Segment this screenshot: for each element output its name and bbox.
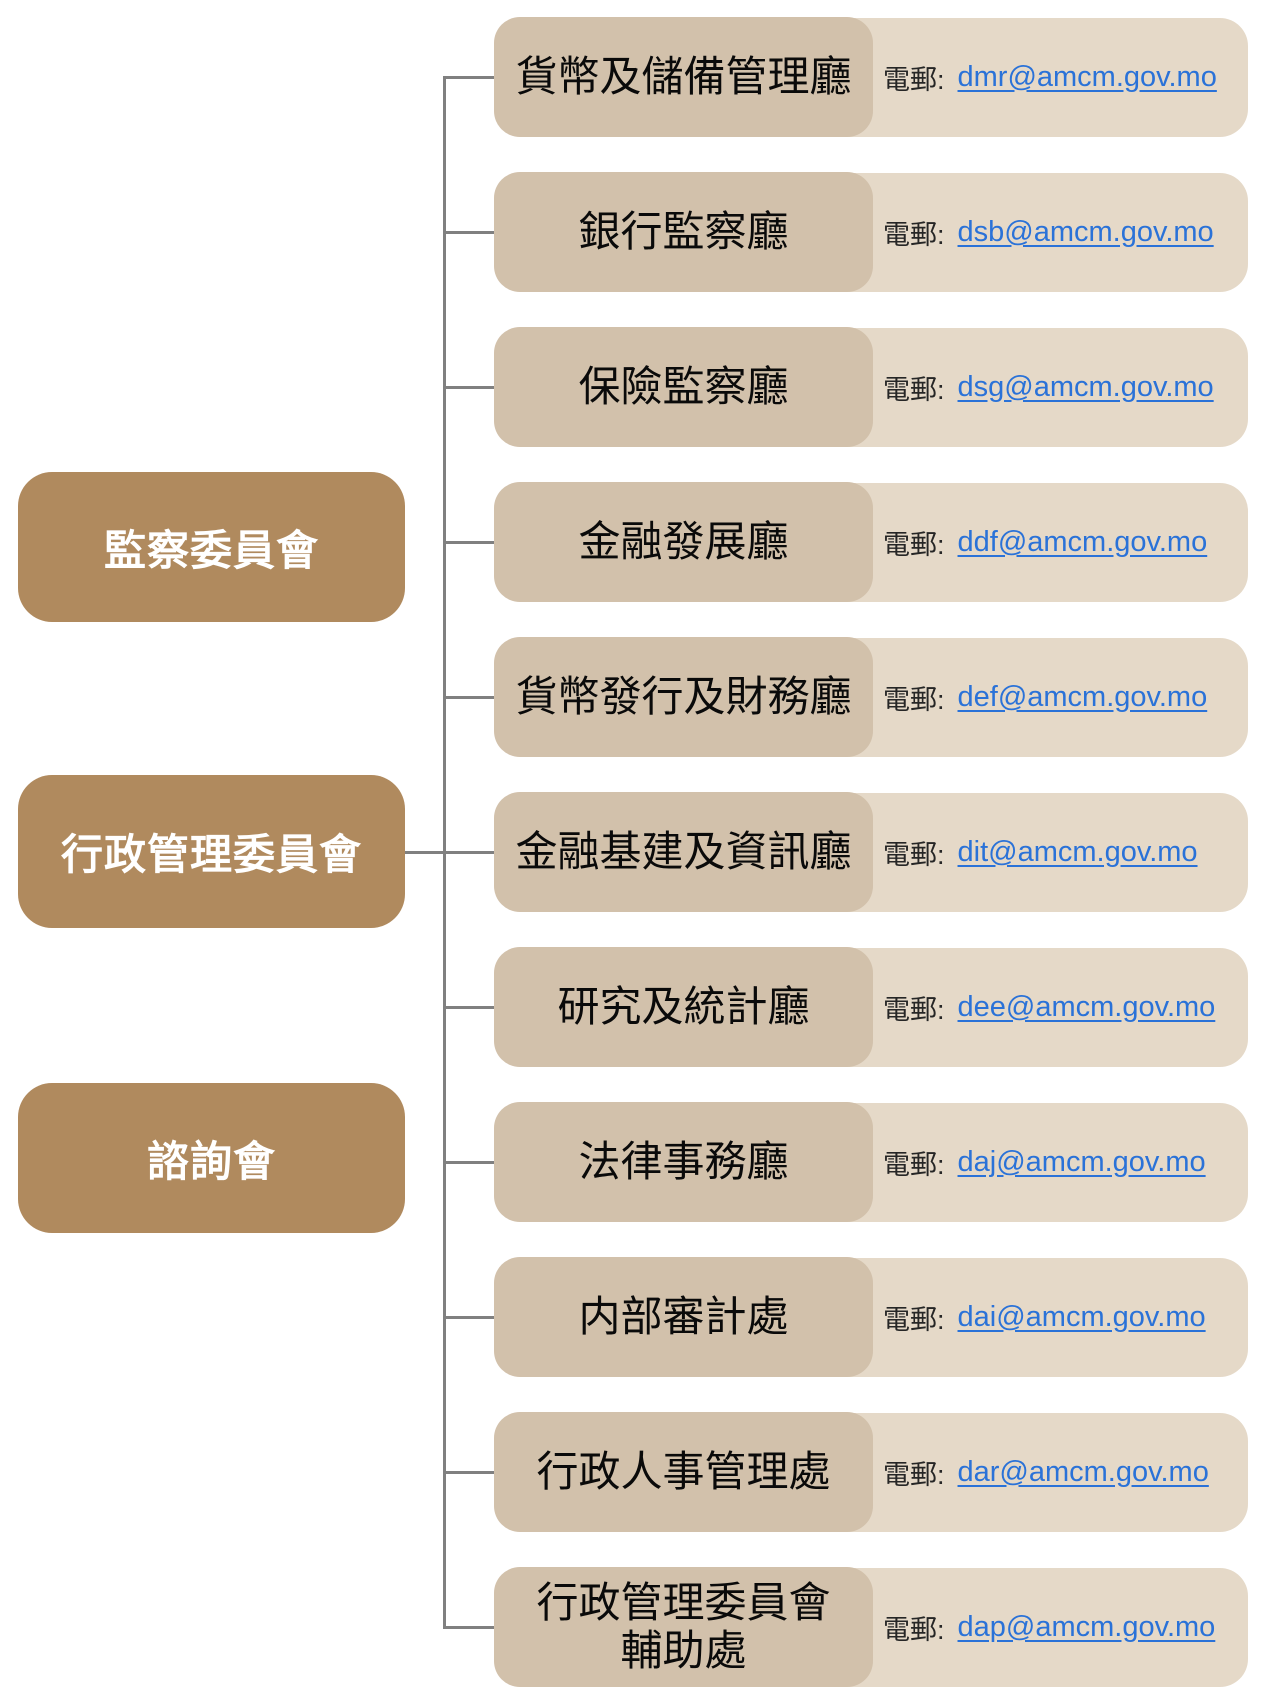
email-label: 電郵: <box>883 64 945 95</box>
department-box: 内部審計處 <box>494 1257 873 1377</box>
department-box: 研究及統計廳 <box>494 947 873 1067</box>
email-link[interactable]: dsg@amcm.gov.mo <box>957 370 1214 403</box>
connector-line <box>443 1160 496 1164</box>
email-link[interactable]: dee@amcm.gov.mo <box>957 990 1216 1023</box>
department-row: 法律事務廳 電郵: daj@amcm.gov.mo <box>494 1102 1248 1222</box>
department-list: 貨幣及儲備管理廳 電郵: dmr@amcm.gov.mo 銀行監察廳 電郵: d… <box>494 17 1248 1687</box>
department-name: 行政管理委員會 輔助處 <box>536 1578 831 1674</box>
department-row: 金融發展廳 電郵: ddf@amcm.gov.mo <box>494 482 1248 602</box>
connector-line <box>443 1315 496 1319</box>
department-name: 金融基建及資訊廳 <box>515 827 852 875</box>
department-row: 内部審計處 電郵: dai@amcm.gov.mo <box>494 1257 1248 1377</box>
committee-label: 行政管理委員會 <box>60 831 362 878</box>
department-row: 研究及統計廳 電郵: dee@amcm.gov.mo <box>494 947 1248 1067</box>
committee-box-admin: 行政管理委員會 <box>18 775 405 928</box>
email-link[interactable]: dsb@amcm.gov.mo <box>957 215 1214 248</box>
department-box: 行政人事管理處 <box>494 1412 873 1532</box>
department-box: 行政管理委員會 輔助處 <box>494 1567 873 1687</box>
department-name: 銀行監察廳 <box>578 207 789 255</box>
department-row: 金融基建及資訊廳 電郵: dit@amcm.gov.mo <box>494 792 1248 912</box>
department-row: 貨幣及儲備管理廳 電郵: dmr@amcm.gov.mo <box>494 17 1248 137</box>
committee-box-advisory: 諮詢會 <box>18 1083 405 1233</box>
department-name: 貨幣及儲備管理廳 <box>515 52 852 100</box>
connector-line <box>443 1625 496 1629</box>
connector-line <box>443 230 496 234</box>
email-link[interactable]: dap@amcm.gov.mo <box>957 1610 1216 1643</box>
department-name: 貨幣發行及財務廳 <box>515 672 852 720</box>
email-link[interactable]: dai@amcm.gov.mo <box>957 1300 1206 1333</box>
email-label: 電郵: <box>883 1614 945 1645</box>
department-name: 金融發展廳 <box>578 517 789 565</box>
committee-label: 諮詢會 <box>146 1137 276 1185</box>
connector-line <box>443 75 496 79</box>
department-name: 内部審計處 <box>578 1292 789 1340</box>
email-label: 電郵: <box>883 994 945 1025</box>
email-link[interactable]: dar@amcm.gov.mo <box>957 1455 1209 1488</box>
department-row: 行政管理委員會 輔助處 電郵: dap@amcm.gov.mo <box>494 1567 1248 1687</box>
department-name: 行政人事管理處 <box>536 1447 831 1495</box>
email-label: 電郵: <box>883 839 945 870</box>
email-label: 電郵: <box>883 1459 945 1490</box>
email-link[interactable]: dmr@amcm.gov.mo <box>957 60 1217 93</box>
department-row: 行政人事管理處 電郵: dar@amcm.gov.mo <box>494 1412 1248 1532</box>
department-box: 貨幣發行及財務廳 <box>494 637 873 757</box>
email-link[interactable]: daj@amcm.gov.mo <box>957 1145 1206 1178</box>
connector-line <box>443 385 496 389</box>
department-row: 保險監察廳 電郵: dsg@amcm.gov.mo <box>494 327 1248 447</box>
department-name: 法律事務廳 <box>578 1137 789 1185</box>
department-name: 保險監察廳 <box>578 362 789 410</box>
connector-line <box>443 1005 496 1009</box>
connector-line <box>443 1470 496 1474</box>
email-label: 電郵: <box>883 1149 945 1180</box>
email-link[interactable]: ddf@amcm.gov.mo <box>957 525 1208 558</box>
department-box: 銀行監察廳 <box>494 172 873 292</box>
email-link[interactable]: def@amcm.gov.mo <box>957 680 1208 713</box>
email-label: 電郵: <box>883 219 945 250</box>
email-label: 電郵: <box>883 374 945 405</box>
department-box: 保險監察廳 <box>494 327 873 447</box>
committee-label: 監察委員會 <box>103 526 319 574</box>
department-box: 金融基建及資訊廳 <box>494 792 873 912</box>
connector-line <box>443 540 496 544</box>
department-box: 法律事務廳 <box>494 1102 873 1222</box>
branch-line-admin-committee <box>405 850 496 854</box>
connector-line <box>443 695 496 699</box>
department-name: 研究及統計廳 <box>557 982 810 1030</box>
department-box: 金融發展廳 <box>494 482 873 602</box>
department-row: 貨幣發行及財務廳 電郵: def@amcm.gov.mo <box>494 637 1248 757</box>
email-link[interactable]: dit@amcm.gov.mo <box>957 835 1198 868</box>
email-label: 電郵: <box>883 529 945 560</box>
committee-box-supervisory: 監察委員會 <box>18 472 405 622</box>
email-label: 電郵: <box>883 684 945 715</box>
email-label: 電郵: <box>883 1304 945 1335</box>
department-row: 銀行監察廳 電郵: dsb@amcm.gov.mo <box>494 172 1248 292</box>
department-box: 貨幣及儲備管理廳 <box>494 17 873 137</box>
